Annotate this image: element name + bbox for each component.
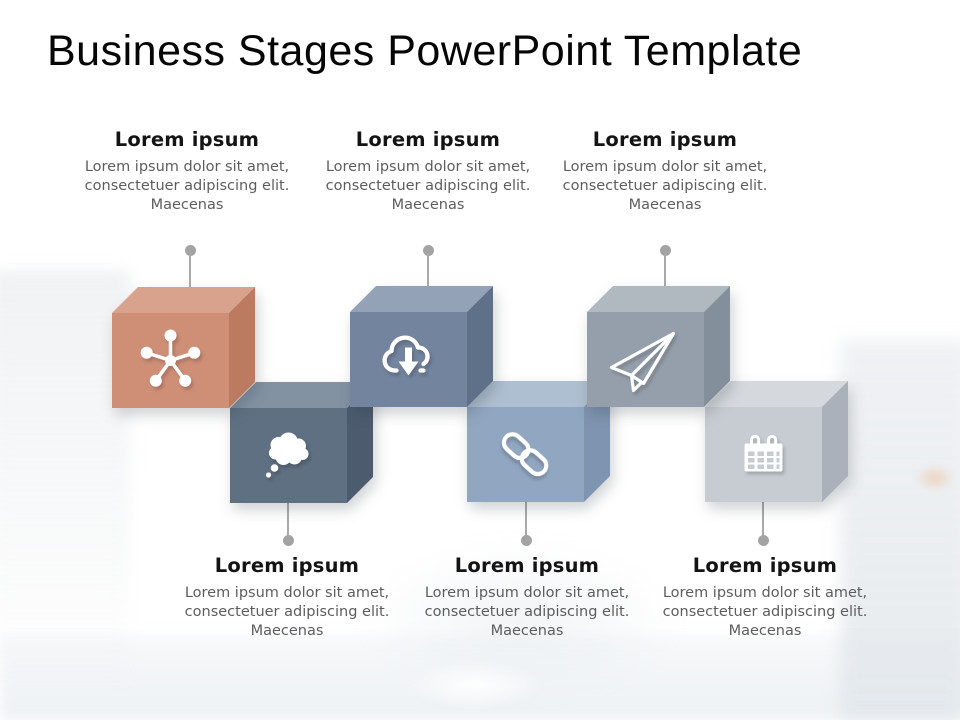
stage-5-cube <box>587 286 730 407</box>
connector-line <box>525 498 527 537</box>
stage-6-heading: Lorem ipsum <box>692 554 838 577</box>
cube-side-face <box>704 286 730 407</box>
stage-6-cube <box>705 381 848 502</box>
cube-side-face <box>347 382 373 503</box>
slide-title: Business Stages PowerPoint Template <box>47 27 803 75</box>
cube-top-face <box>587 286 730 312</box>
stage-5-heading: Lorem ipsum <box>592 128 738 151</box>
stage-3-body: Lorem ipsum dolor sit amet, consectetuer… <box>325 159 531 213</box>
background-cityscape-left <box>0 270 130 690</box>
calendar-icon <box>744 434 783 472</box>
stage-2-text-block: Lorem ipsum Lorem ipsum dolor sit amet, … <box>179 554 395 641</box>
connector-dot <box>283 535 294 546</box>
stage-1-text-block: Lorem ipsum Lorem ipsum dolor sit amet, … <box>79 128 295 215</box>
stage-4-cube <box>467 381 610 502</box>
stage-5-text-block: Lorem ipsum Lorem ipsum dolor sit amet, … <box>557 128 773 215</box>
cube-top-face <box>467 381 610 407</box>
cube-top-face <box>350 286 493 312</box>
chain-link-icon <box>501 432 549 477</box>
stage-5-body: Lorem ipsum dolor sit amet, consectetuer… <box>562 159 768 213</box>
connector-line <box>664 254 666 304</box>
stage-2-cube <box>230 382 373 503</box>
stage-1-cube <box>112 287 255 408</box>
cloud-download-icon <box>382 335 430 376</box>
stage-1-heading: Lorem ipsum <box>114 128 260 151</box>
connector-line <box>287 498 289 537</box>
connector-dot <box>521 535 532 546</box>
calendar-grid <box>748 451 780 469</box>
stage-1-body: Lorem ipsum dolor sit amet, consectetuer… <box>84 159 290 213</box>
connector-dot <box>660 245 671 256</box>
connector-line <box>189 254 191 304</box>
connector-line <box>427 254 429 304</box>
stage-4-heading: Lorem ipsum <box>454 554 600 577</box>
stage-2-heading: Lorem ipsum <box>214 554 360 577</box>
connector-dot <box>185 245 196 256</box>
stage-3-cube <box>350 286 493 407</box>
background-cityscape-bottom <box>0 635 960 720</box>
stage-2-body: Lorem ipsum dolor sit amet, consectetuer… <box>184 585 390 639</box>
connector-dot <box>423 245 434 256</box>
stage-4-body: Lorem ipsum dolor sit amet, consectetuer… <box>424 585 630 639</box>
connector-dot <box>758 535 769 546</box>
cube-side-face <box>229 287 255 408</box>
background-cityscape-right <box>840 340 960 720</box>
connector-line <box>762 498 764 537</box>
cube-top-face <box>112 287 255 313</box>
stage-3-heading: Lorem ipsum <box>355 128 501 151</box>
background-window-glow <box>915 465 955 491</box>
stage-4-text-block: Lorem ipsum Lorem ipsum dolor sit amet, … <box>419 554 635 641</box>
stage-3-text-block: Lorem ipsum Lorem ipsum dolor sit amet, … <box>320 128 536 215</box>
network-icon <box>140 329 201 387</box>
watermark-logo <box>405 660 545 710</box>
paper-plane-icon <box>609 331 676 393</box>
stage-6-body: Lorem ipsum dolor sit amet, consectetuer… <box>662 585 868 639</box>
stage-6-text-block: Lorem ipsum Lorem ipsum dolor sit amet, … <box>657 554 873 641</box>
thought-cloud-icon <box>265 432 309 478</box>
cube-side-face <box>467 286 493 407</box>
cube-top-face <box>705 381 848 407</box>
cube-side-face <box>584 381 610 502</box>
cube-side-face <box>822 381 848 502</box>
cube-top-face <box>230 382 373 408</box>
